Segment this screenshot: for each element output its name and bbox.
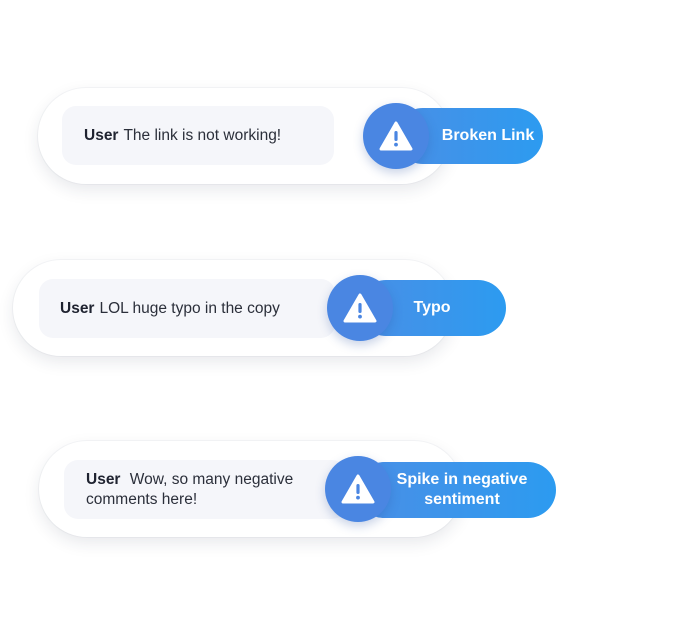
alert-badge <box>363 103 429 169</box>
message-text: LOL huge typo in the copy <box>99 299 280 317</box>
warning-triangle-icon <box>379 121 413 151</box>
user-label: User <box>86 470 121 488</box>
user-label: User <box>84 126 119 144</box>
alert-badge <box>327 275 393 341</box>
user-message-bubble: User Wow, so many negative comments here… <box>64 460 346 519</box>
tag-label: Broken Link <box>441 127 535 144</box>
warning-triangle-icon <box>343 293 377 323</box>
tag-label: Typo <box>413 299 451 316</box>
warning-triangle-icon <box>341 474 375 504</box>
tag-pill-negative-sentiment: Spike in negative sentiment <box>356 462 556 518</box>
message-block: User Wow, so many negative comments here… <box>86 470 316 510</box>
user-label: User <box>60 299 95 317</box>
message-text: The link is not working! <box>123 126 282 144</box>
tag-label: Spike in negative sentiment <box>396 471 528 508</box>
message-text: Wow, so many negative comments here! <box>86 470 294 508</box>
user-message-bubble: User LOL huge typo in the copy <box>39 279 335 338</box>
user-message-bubble: User The link is not working! <box>62 106 334 165</box>
alert-badge <box>325 456 391 522</box>
